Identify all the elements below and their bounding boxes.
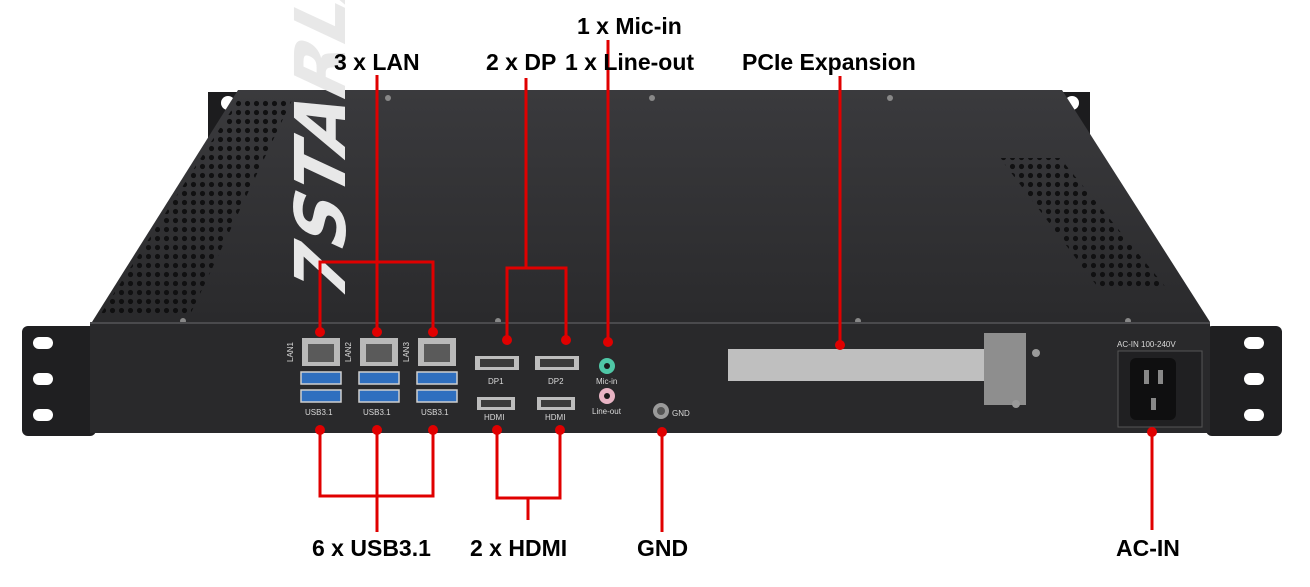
svg-text:USB3.1: USB3.1	[363, 408, 391, 417]
svg-text:USB3.1: USB3.1	[305, 408, 333, 417]
callout-pcie-expansion: PCIe Expansion	[742, 49, 916, 75]
svg-text:LAN3: LAN3	[402, 341, 411, 362]
svg-text:LAN1: LAN1	[286, 341, 295, 362]
front-panel	[90, 323, 1210, 433]
svg-text:HDMI: HDMI	[484, 413, 504, 422]
callout-mic-in: 1 x Mic-in	[577, 13, 682, 39]
dp-ports: DP1 DP2	[475, 356, 579, 386]
callout-dp: 2 x DP	[486, 49, 557, 75]
callout-usb: 6 x USB3.1	[312, 535, 431, 561]
hdmi-ports: HDMI HDMI	[477, 397, 575, 422]
svg-text:7STARLAKE: 7STARLAKE	[281, 0, 362, 313]
callout-line-out: 1 x Line-out	[565, 49, 695, 75]
callout-leader-lines	[318, 40, 1154, 532]
svg-text:LAN2: LAN2	[344, 341, 353, 362]
chassis-top-cover	[92, 90, 1210, 322]
svg-text:USB3.1: USB3.1	[421, 408, 449, 417]
usb-ports: USB3.1 USB3.1 USB3.1	[300, 371, 458, 417]
front-rack-ear-left	[22, 326, 96, 436]
svg-text:Line-out: Line-out	[592, 407, 622, 416]
callout-anchor-dots	[315, 327, 1157, 437]
svg-text:Mic-in: Mic-in	[596, 377, 617, 386]
pcie-expansion-slot	[728, 333, 1040, 408]
callout-ac-in: AC-IN	[1116, 535, 1180, 561]
lan-ports: LAN1 LAN2 LAN3	[286, 338, 456, 366]
svg-text:HDMI: HDMI	[545, 413, 565, 422]
vent-grille-right	[1000, 158, 1168, 290]
audio-jacks: Mic-in Line-out	[592, 358, 622, 416]
gnd-terminal: GND	[653, 403, 690, 419]
callout-gnd: GND	[637, 535, 689, 561]
callout-hdmi: 2 x HDMI	[470, 535, 568, 561]
vent-grille-left	[100, 100, 292, 315]
svg-text:GND: GND	[672, 409, 690, 418]
svg-text:DP2: DP2	[548, 377, 564, 386]
ac-in-socket: AC-IN 100-240V	[1117, 340, 1203, 428]
front-rack-ear-right	[1206, 326, 1282, 436]
callout-lan: 3 x LAN	[334, 49, 420, 75]
svg-text:DP1: DP1	[488, 377, 504, 386]
svg-text:AC-IN 100-240V: AC-IN 100-240V	[1117, 340, 1176, 349]
brand-logo: 7STARLAKE	[281, 0, 362, 313]
